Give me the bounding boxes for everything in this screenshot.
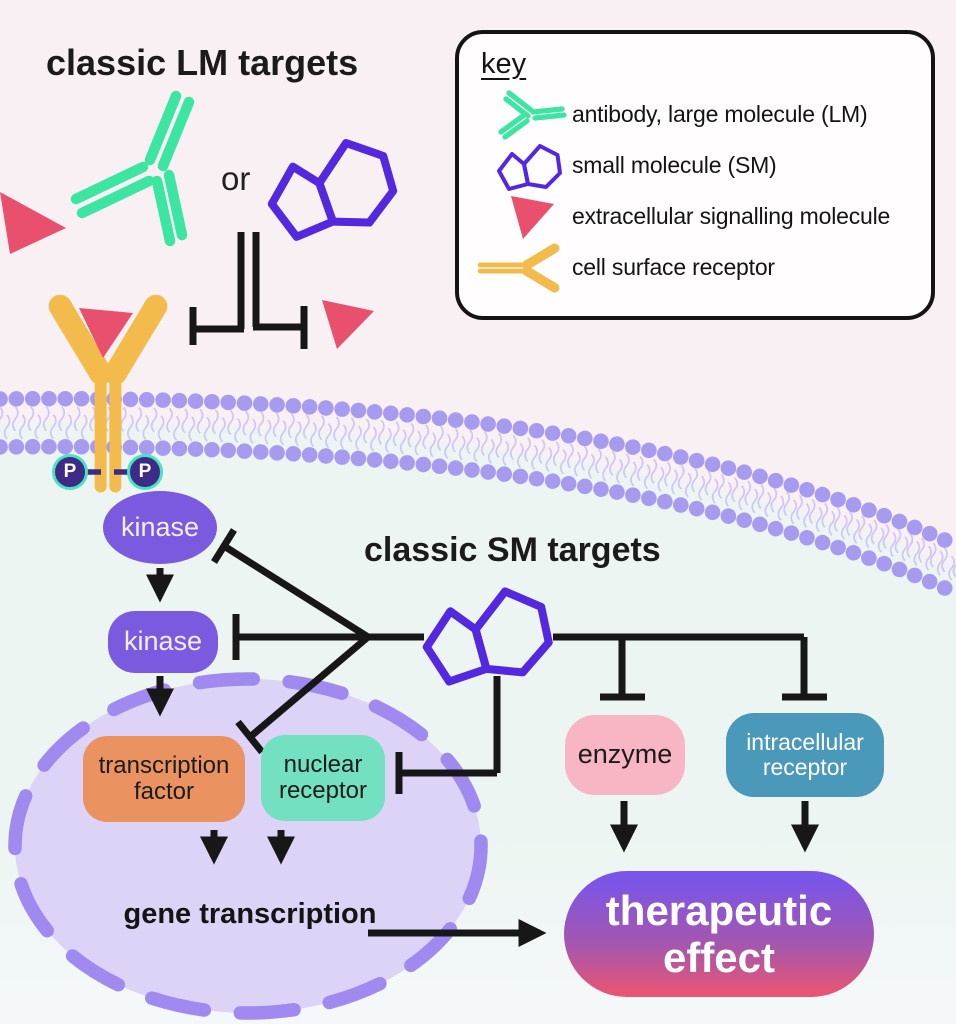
membrane-inner-leaflet — [0, 438, 956, 601]
legend-item-antibody: antibody, large molecule (LM) — [475, 89, 915, 140]
or-label: or — [221, 160, 251, 197]
sm-targets-title: classic SM targets — [364, 531, 661, 569]
legend-label: antibody, large molecule (LM) — [572, 101, 868, 127]
legend-item-small-molecule: small molecule (SM) — [475, 140, 915, 191]
small-molecule-icon — [475, 140, 572, 192]
legend-item-signalling-molecule: extracellular signalling molecule — [475, 191, 915, 242]
antibody-shape — [70, 90, 195, 247]
signal-arrows — [146, 568, 819, 947]
therapeutic-effect-node: therapeutic effect — [564, 871, 874, 997]
legend-label: extracellular signalling molecule — [572, 203, 891, 229]
kinase-node-2: kinase — [108, 611, 218, 673]
membrane-outer-leaflet — [0, 390, 956, 553]
phosphate-badge: P — [52, 454, 88, 490]
transcription-factor-node: transcription factor — [83, 736, 245, 822]
signalling-triangle-in-receptor — [79, 308, 133, 358]
legend-label: cell surface receptor — [572, 254, 775, 280]
signalling-molecule-triangles — [0, 192, 374, 358]
legend: key antibody, large molecule (LM) small … — [455, 30, 935, 320]
enzyme-node: enzyme — [565, 715, 685, 795]
lm-inhibition-lines — [189, 232, 308, 349]
kinase-node-1: kinase — [103, 491, 217, 564]
signalling-triangle-left-edge — [0, 192, 66, 254]
legend-label: small molecule (SM) — [572, 152, 777, 178]
small-molecule-center — [423, 589, 551, 683]
phosphate-badge: P — [127, 454, 163, 490]
gene-transcription-label: gene transcription — [123, 898, 377, 930]
legend-item-cell-surface-receptor: cell surface receptor — [475, 242, 915, 293]
sm-inhibition-lines — [211, 528, 827, 794]
intracellular-receptor-node: intracellular receptor — [726, 713, 884, 797]
legend-heading: key — [481, 48, 527, 80]
antibody-icon — [475, 89, 572, 141]
lm-targets-title: classic LM targets — [46, 42, 359, 83]
signalling-molecule-icon — [475, 191, 572, 243]
signalling-triangle-right — [322, 300, 374, 349]
nuclear-receptor-node: nuclear receptor — [261, 735, 385, 821]
cell-surface-receptor-icon — [475, 242, 572, 294]
